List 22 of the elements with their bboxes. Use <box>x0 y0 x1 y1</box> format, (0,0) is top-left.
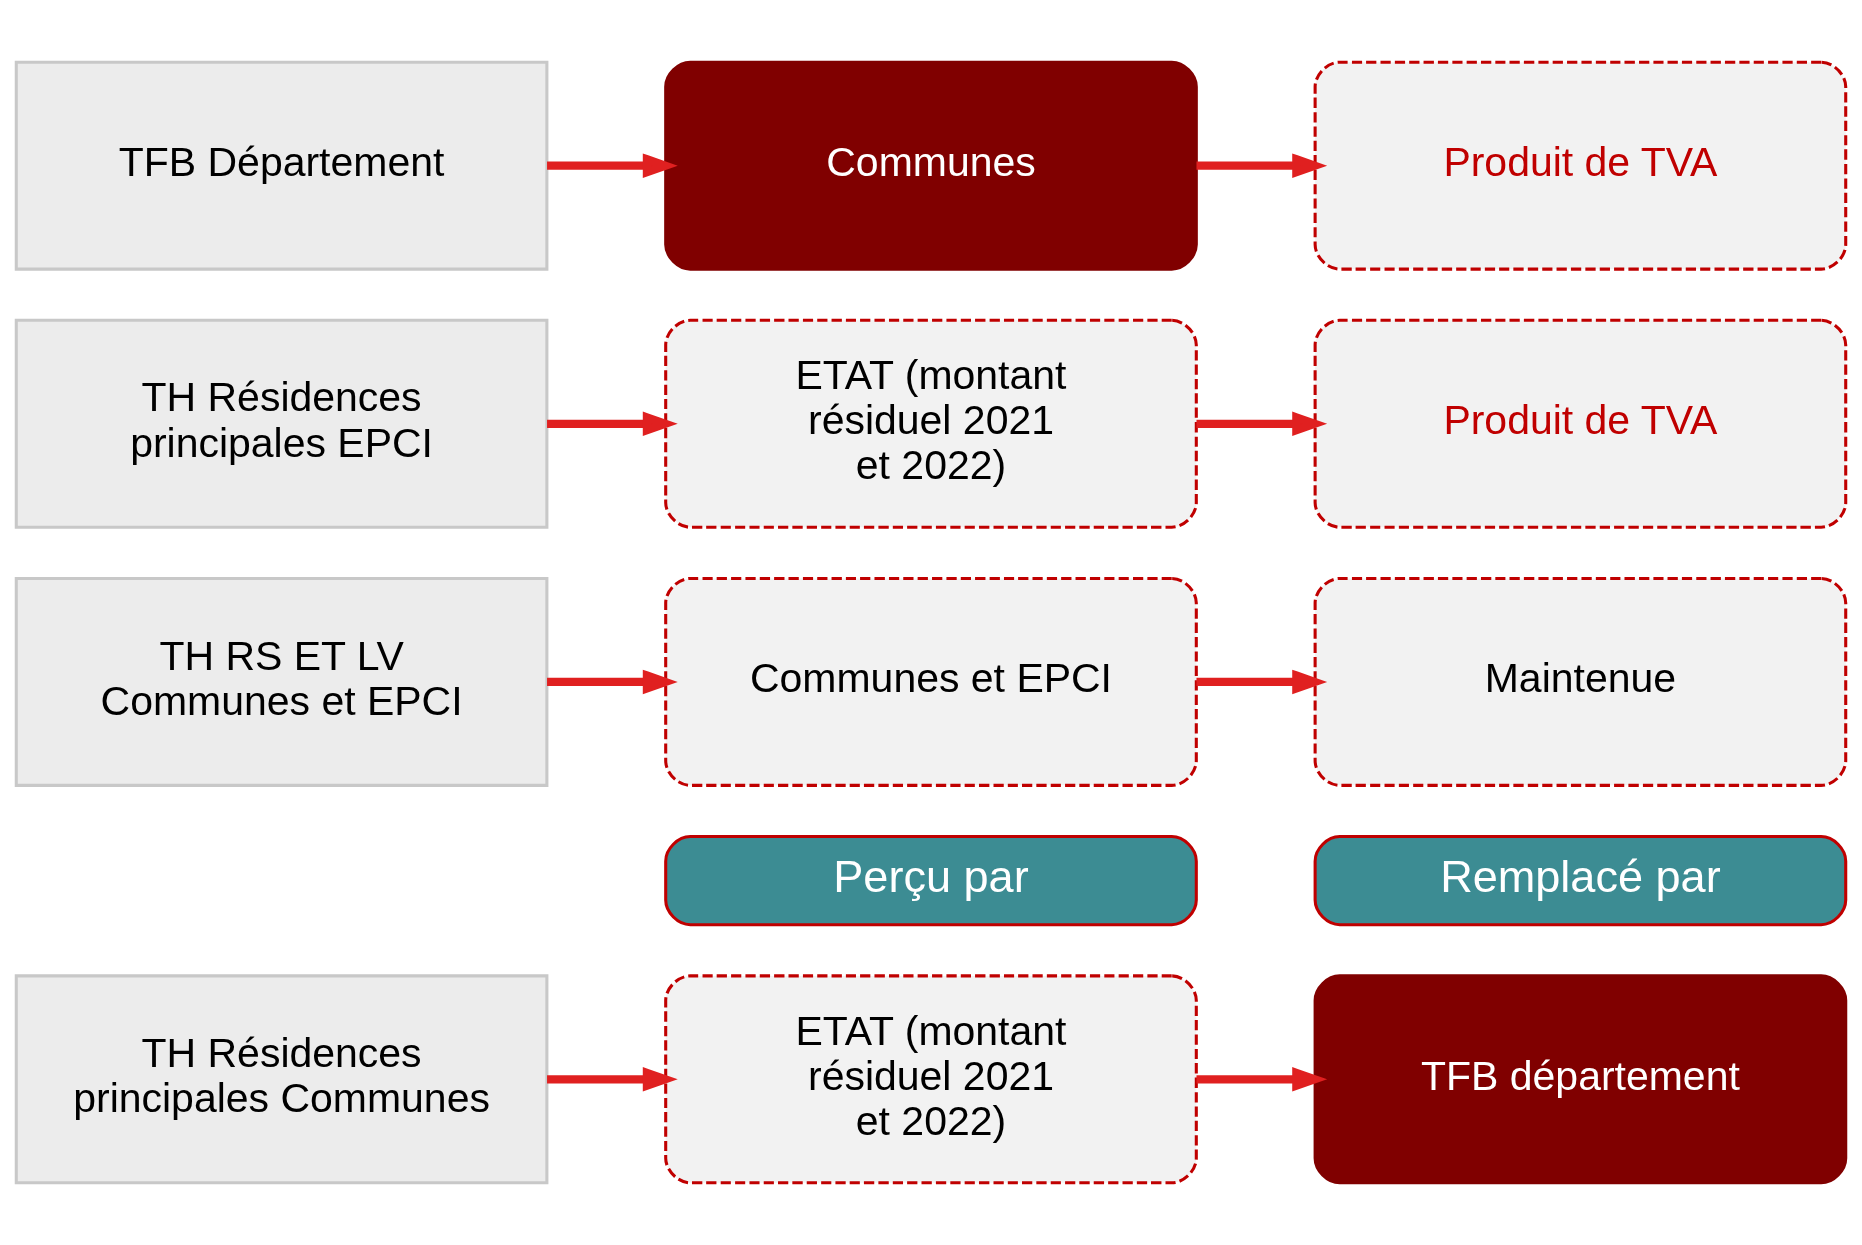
node-box: TH RS ET LV Communes et EPCI <box>14 576 549 787</box>
arrow <box>547 669 678 695</box>
node-box: TH Résidences principales Communes <box>14 974 549 1185</box>
node-box: Remplacé par <box>1313 835 1848 927</box>
arrow <box>1196 669 1328 695</box>
node-box: ETAT (montant résiduel 2021 et 2022) <box>664 318 1198 529</box>
arrow <box>547 411 678 436</box>
arrow <box>1196 153 1328 178</box>
arrow <box>547 1067 678 1092</box>
arrow <box>547 153 678 178</box>
node-box: Perçu par <box>664 835 1198 927</box>
node-box: TFB département <box>1313 974 1848 1185</box>
arrow <box>1196 1067 1328 1092</box>
node-box: Communes et EPCI <box>664 576 1198 787</box>
node-box: Communes <box>664 60 1198 271</box>
node-box: TFB Département <box>14 60 549 271</box>
node-box: TH Résidences principales EPCI <box>14 318 549 529</box>
arrow <box>1196 411 1328 436</box>
node-box: Maintenue <box>1313 576 1848 787</box>
node-box: Produit de TVA <box>1313 60 1848 271</box>
node-box: Produit de TVA <box>1313 318 1848 529</box>
node-box: ETAT (montant résiduel 2021 et 2022) <box>664 974 1198 1185</box>
